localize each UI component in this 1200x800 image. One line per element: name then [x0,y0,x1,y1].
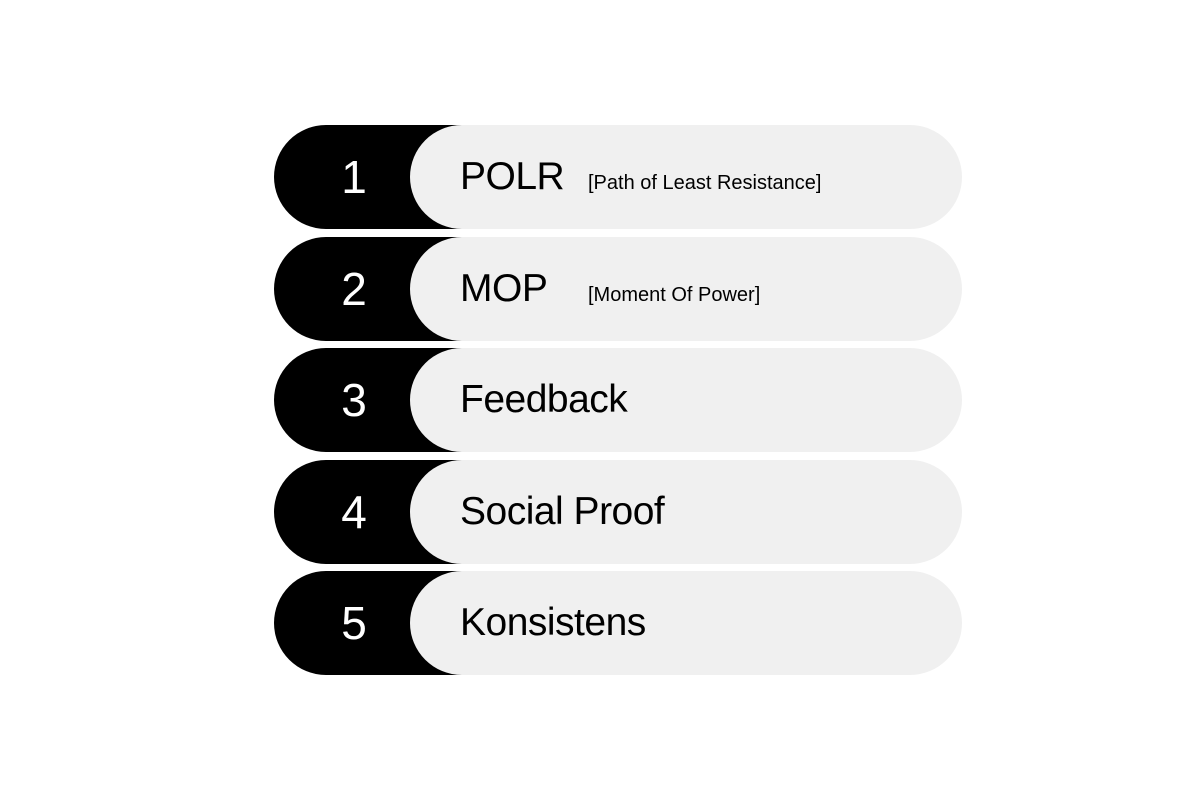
item-pill: Feedback [410,348,962,452]
item-label: POLR [460,155,565,198]
item-label: Feedback [460,378,628,421]
item-number: 4 [341,486,367,538]
item-number: 2 [341,263,367,315]
item-pill: Konsistens [410,571,962,675]
item-pill: Social Proof [410,460,962,564]
item-number: 3 [341,374,367,426]
item-number: 1 [341,151,367,203]
item-sublabel: [Moment Of Power] [588,284,761,306]
list-item-2: 2 MOP [Moment Of Power] [274,237,962,341]
list-item-4: 4 Social Proof [274,460,962,564]
item-pill: MOP [Moment Of Power] [410,237,962,341]
item-label: Social Proof [460,490,665,533]
item-label: Konsistens [460,601,646,644]
list-item-5: 5 Konsistens [274,571,962,675]
item-label: MOP [460,267,548,310]
list-item-3: 3 Feedback [274,348,962,452]
item-number: 5 [341,597,367,649]
list-item-1: 1 POLR [Path of Least Resistance] [274,125,962,229]
item-sublabel: [Path of Least Resistance] [588,172,822,194]
item-pill: POLR [Path of Least Resistance] [410,125,962,229]
